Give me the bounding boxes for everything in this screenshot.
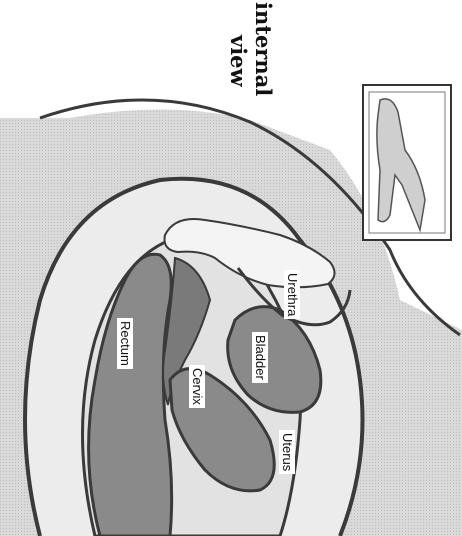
label-cervix: Cervix bbox=[189, 365, 205, 408]
label-rectum: Rectum bbox=[117, 318, 133, 369]
label-bladder: Bladder bbox=[252, 332, 268, 383]
title-line1: internal bbox=[251, 2, 275, 96]
label-urethra: Urethra bbox=[284, 270, 300, 319]
title-line2: view bbox=[226, 35, 250, 87]
label-uterus: Uterus bbox=[279, 430, 295, 474]
